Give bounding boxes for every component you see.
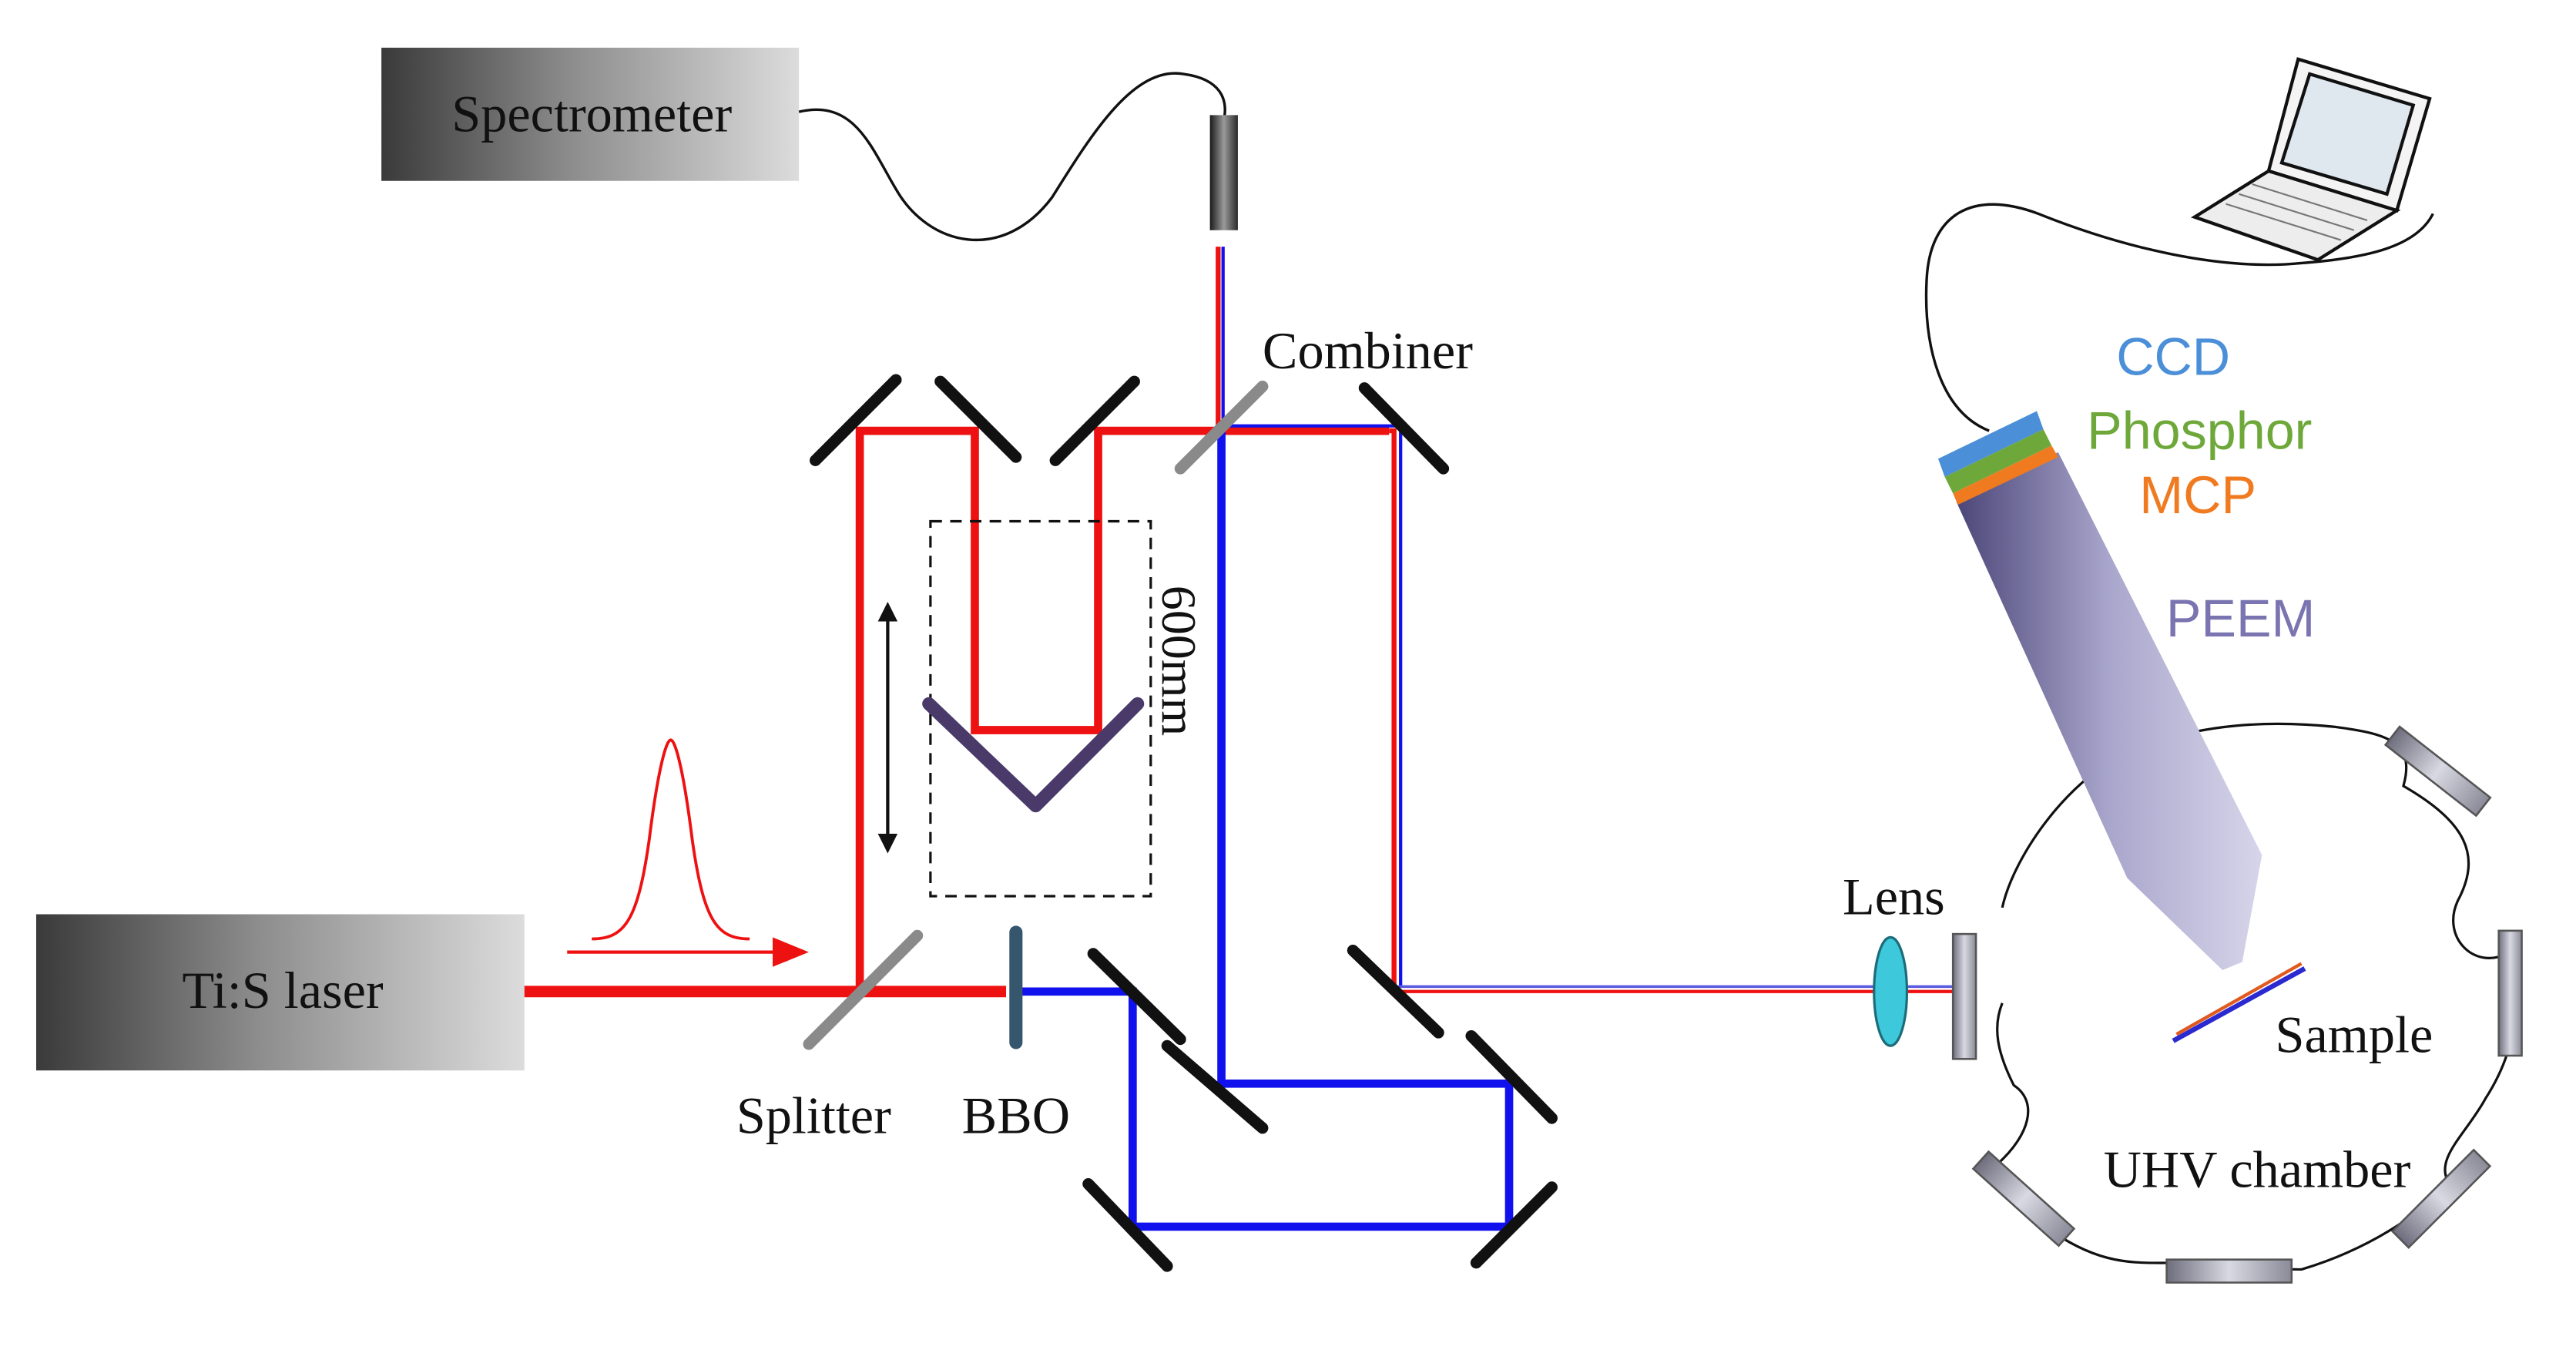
- ccd-label: CCD: [2116, 328, 2230, 387]
- laser-box: Ti:S laser: [35, 914, 525, 1071]
- mirrors: [810, 374, 1558, 1272]
- focusing-lens: [1873, 935, 1909, 1047]
- optical-fiber: [798, 72, 1226, 242]
- pulse-icon: [567, 738, 809, 967]
- mirror-output: [1347, 944, 1444, 1039]
- combined-beam-red-right: [1389, 428, 1397, 992]
- mirror-bottom-bbo: [1087, 948, 1186, 1046]
- mirror-top-far-right: [1358, 382, 1450, 475]
- fundamental-beam-delay-path: [855, 426, 1390, 992]
- mirror-top-left: [810, 374, 902, 466]
- mcp-layer: [1953, 445, 2058, 505]
- mirror-top-right: [1049, 375, 1140, 466]
- spectrometer-box: Spectrometer: [381, 47, 800, 181]
- ccd-layer: [1937, 411, 2044, 477]
- port-bottom-right: [2390, 1148, 2492, 1249]
- splitter-label: Splitter: [736, 1086, 891, 1144]
- peem-label: PEEM: [2166, 589, 2315, 648]
- mirror-bottom-right-upper: [1465, 1029, 1558, 1124]
- peem-body: [1956, 452, 2262, 971]
- bbo-label: BBO: [962, 1086, 1070, 1144]
- beam-combiner: [1174, 381, 1269, 475]
- spectrometer-label: Spectrometer: [451, 85, 732, 143]
- mcp-label: MCP: [2139, 466, 2256, 525]
- mirror-top-middle: [934, 375, 1022, 463]
- port-right: [2497, 929, 2523, 1057]
- laser-label: Ti:S laser: [182, 961, 383, 1019]
- second-harmonic-beam: [1015, 431, 1514, 1231]
- mirror-bottom-right-lower: [1470, 1181, 1558, 1269]
- delay-length-label: 600mm: [1152, 586, 1206, 737]
- phosphor-label: Phosphor: [2087, 402, 2312, 461]
- peem-column: [1937, 411, 2262, 971]
- phosphor-layer: [1944, 428, 2052, 494]
- port-top-right: [2383, 725, 2492, 818]
- ccd-cable: [1924, 203, 2434, 432]
- chamber-ports: [1951, 725, 2523, 1284]
- sample: [2172, 962, 2306, 1043]
- port-bottom: [2165, 1258, 2293, 1284]
- mirror-bottom-left-lower: [1082, 1177, 1173, 1272]
- delay-stage-box: [929, 519, 1152, 898]
- beam-splitter: [803, 929, 924, 1050]
- mirror-bottom-middle: [1161, 1039, 1269, 1134]
- combiner-label: Combiner: [1263, 321, 1473, 380]
- sample-label: Sample: [2276, 1006, 2433, 1064]
- fiber-coupler-icon: [1209, 115, 1238, 230]
- port-window-left: [1951, 932, 1977, 1060]
- laptop-icon: [2190, 57, 2432, 262]
- lens-label: Lens: [1843, 867, 1945, 925]
- port-bottom-left: [1971, 1150, 2076, 1248]
- uhv-chamber-label: UHV chamber: [2104, 1140, 2411, 1199]
- delay-stage-retroreflector: [922, 697, 1145, 813]
